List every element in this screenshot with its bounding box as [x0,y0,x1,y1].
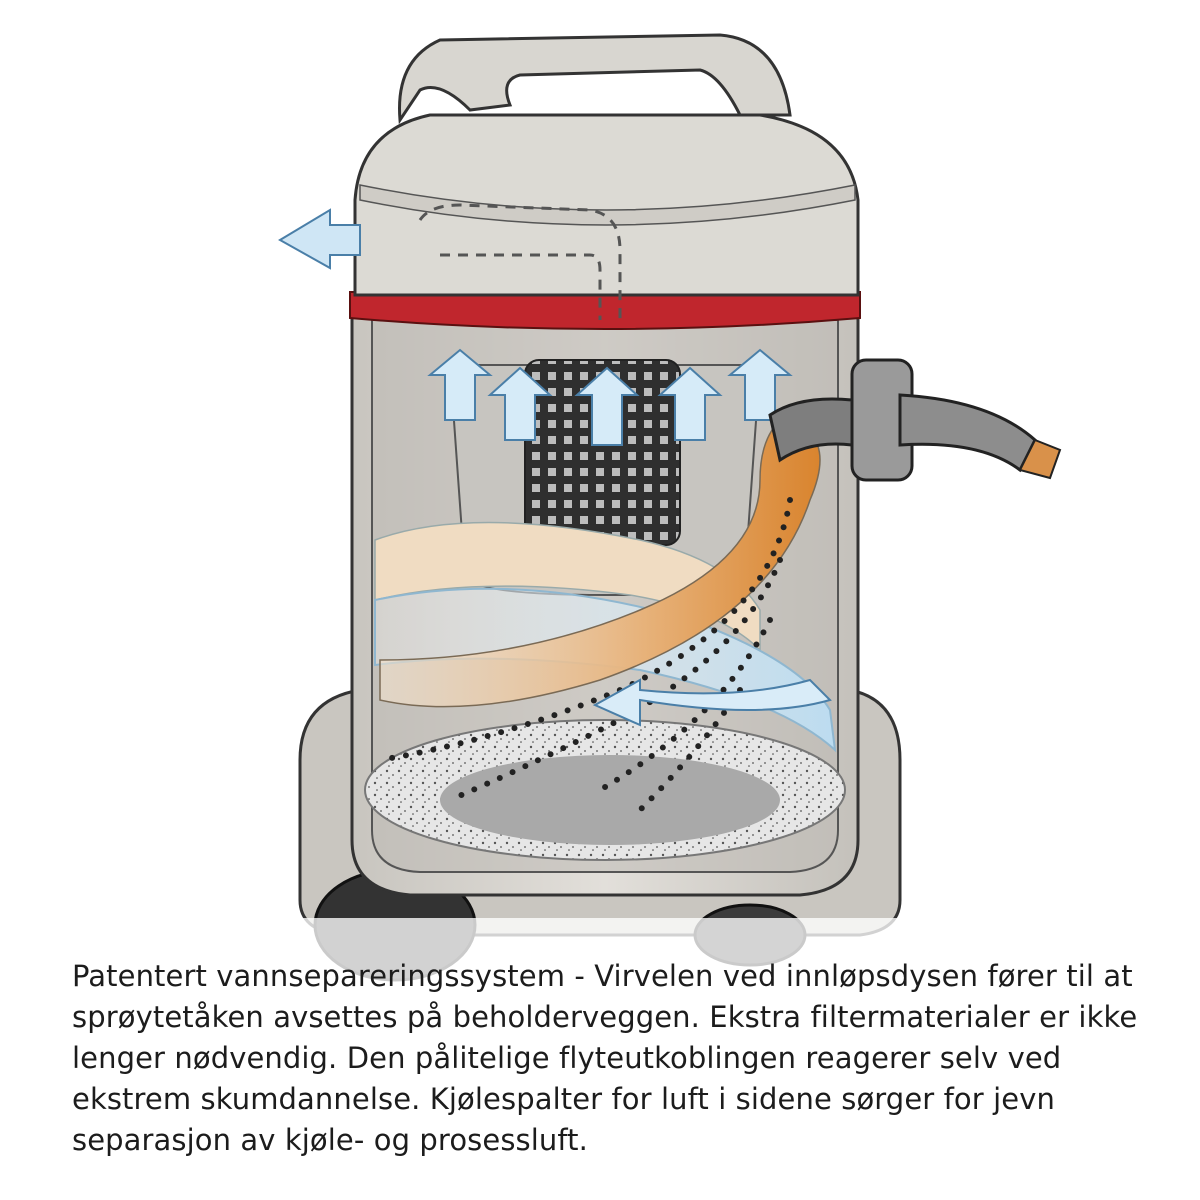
caption-panel [0,918,1200,1200]
red-band [349,291,861,330]
exhaust-arrow-icon [278,208,361,270]
airflow-arrows [427,348,793,446]
dust-layer [364,719,846,861]
hose [768,358,1062,482]
airflow-arrow-icon [574,366,640,446]
airflow-arrow-icon [487,366,553,441]
handle [398,33,792,125]
water-swirl [374,419,837,753]
motor-head [353,33,860,320]
caption-text: Patentert vannseparerings­system - Virve… [72,959,1138,1157]
swirl-arrow-icon [592,678,832,727]
airflow-arrow-icon [657,366,723,441]
airflow-arrow-icon [427,348,493,421]
